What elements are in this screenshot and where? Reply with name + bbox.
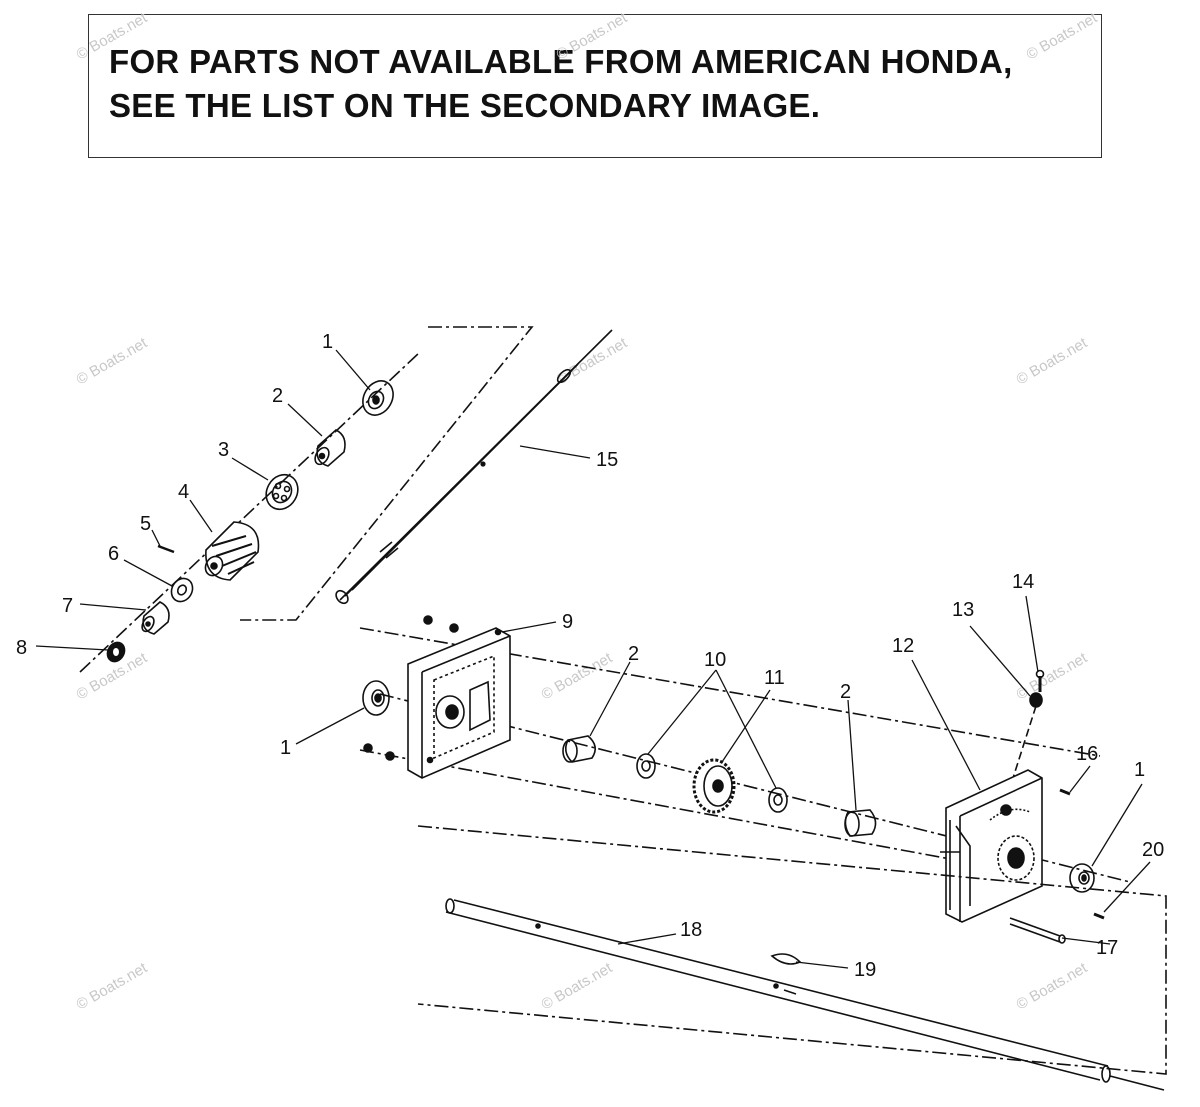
lower-shaft (445, 898, 1165, 1091)
callout-7: 7 (62, 595, 73, 617)
callout-2: 2 (840, 681, 851, 703)
callout-1: 1 (280, 737, 291, 759)
upper-shaft (335, 329, 613, 605)
bearing-right (1069, 863, 1095, 893)
callout-6: 6 (108, 543, 119, 565)
callout-10: 10 (704, 649, 726, 671)
bearing-left (362, 680, 390, 716)
notice-line-1: FOR PARTS NOT AVAILABLE FROM AMERICAN HO… (109, 43, 1013, 80)
callout-5: 5 (140, 513, 151, 535)
upper-axis-line (79, 351, 421, 673)
callout-12: 12 (892, 635, 914, 657)
upper-plane-outline (240, 326, 534, 621)
helical-gear (204, 521, 260, 581)
adjust-screw (1035, 669, 1045, 692)
callout-20: 20 (1142, 839, 1164, 861)
washer-right-hole (773, 794, 783, 806)
ball-bearing-upper (265, 473, 299, 511)
lower-plane-outline (417, 825, 1167, 1075)
small-pin (1059, 788, 1071, 796)
watermark: © Boats.net (1014, 649, 1091, 703)
callout-14: 14 (1012, 571, 1034, 593)
callout-2: 2 (272, 385, 283, 407)
callout-3: 3 (218, 439, 229, 461)
callout-16: 16 (1076, 743, 1098, 765)
callout-15: 15 (596, 449, 618, 471)
left-housing-plate (407, 627, 511, 779)
right-housing-plate (940, 769, 1043, 923)
washer-right (768, 787, 788, 813)
leader-lines (35, 349, 1151, 969)
watermark: © Boats.net (1014, 959, 1091, 1013)
watermark: © Boats.net (1024, 9, 1101, 63)
screw (1093, 912, 1105, 920)
watermark: © Boats.net (74, 9, 151, 63)
long-bolt (1009, 917, 1066, 944)
pin (157, 544, 175, 554)
watermark: © Boats.net (1014, 334, 1091, 388)
bearing-upper (362, 380, 394, 416)
spur-gear (692, 758, 736, 814)
callout-4: 4 (178, 481, 189, 503)
adjust-nut (1029, 692, 1043, 708)
washer-left (636, 753, 656, 779)
callout-numbers: 1 2 3 4 5 6 7 8 15 9 1 2 10 11 2 12 13 1… (16, 331, 1164, 981)
parts-notice-box: FOR PARTS NOT AVAILABLE FROM AMERICAN HO… (88, 14, 1102, 158)
bushing-upper (314, 429, 346, 467)
bolts-left (363, 615, 459, 761)
callout-1: 1 (1134, 759, 1145, 781)
bushing-right (844, 809, 877, 837)
callout-19: 19 (854, 959, 876, 981)
watermark: © Boats.net (74, 959, 151, 1013)
woodruff-key (770, 953, 802, 965)
callout-9: 9 (562, 611, 573, 633)
nut (106, 641, 126, 663)
washer-upper (170, 577, 194, 603)
callout-1: 1 (322, 331, 333, 353)
callout-2: 2 (628, 643, 639, 665)
bushing-middle (562, 735, 596, 763)
callout-18: 18 (680, 919, 702, 941)
watermark: © Boats.net (554, 9, 631, 63)
callout-13: 13 (952, 599, 974, 621)
callout-11: 11 (764, 667, 785, 689)
notice-line-2: SEE THE LIST ON THE SECONDARY IMAGE. (109, 87, 821, 124)
watermark: © Boats.net (539, 959, 616, 1013)
bushing-lower (141, 601, 170, 635)
washer-left-hole (641, 760, 651, 772)
axis-line-3 (359, 749, 1011, 871)
callout-8: 8 (16, 637, 27, 659)
watermark: © Boats.net (539, 649, 616, 703)
watermark: © Boats.net (74, 334, 151, 388)
callout-17: 17 (1096, 937, 1118, 959)
axis-line-4 (1005, 705, 1037, 801)
